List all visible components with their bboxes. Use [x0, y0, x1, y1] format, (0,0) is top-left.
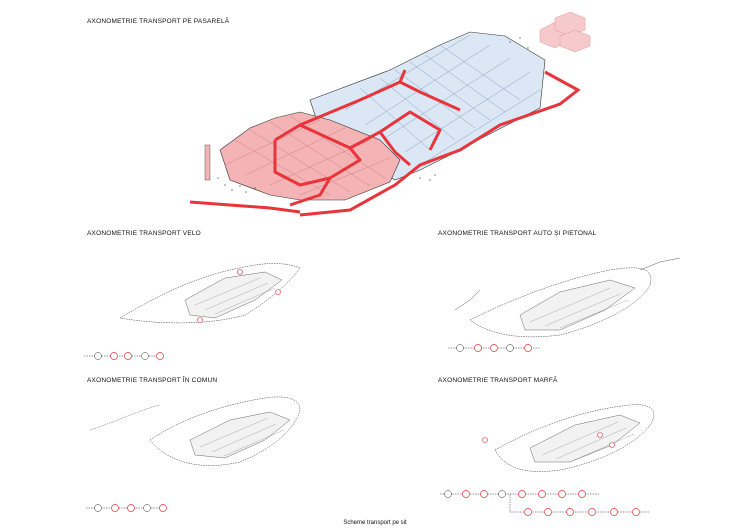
- velo-buildings: [184, 271, 283, 319]
- marfa-site-outline: [494, 404, 655, 472]
- velo-site-outline: [119, 263, 301, 324]
- auto-grid: [529, 287, 629, 329]
- auto-road-west: [454, 289, 481, 311]
- marfa-buildings: [529, 414, 641, 463]
- comun-site-outline: [149, 396, 301, 466]
- comun-grid: [199, 417, 285, 457]
- marfa-route-markers: [482, 432, 615, 448]
- marfa-grid: [541, 421, 635, 463]
- walkway-ramp-west: [189, 200, 301, 214]
- auto-buildings: [519, 279, 636, 331]
- velo-legend: [84, 352, 164, 360]
- auto-diagram: [448, 257, 681, 352]
- pink-stack: [539, 11, 591, 53]
- main-axonometry: [189, 11, 591, 217]
- velo-grid: [194, 277, 276, 315]
- comun-buildings: [189, 411, 291, 459]
- walkway-ramp-east: [299, 70, 581, 217]
- title-pasarela: AXONOMETRIE TRANSPORT PE PASARELĂ: [87, 18, 230, 25]
- comun-diagram: [86, 396, 301, 512]
- main-dots: [217, 37, 529, 193]
- tower: [204, 144, 211, 181]
- auto-legend: [448, 344, 540, 352]
- title-auto-pietonal: AXONOMETRIE TRANSPORT AUTO ȘI PIETONAL: [438, 230, 597, 237]
- blue-grid: [344, 34, 541, 163]
- velo-diagram: [84, 263, 301, 360]
- title-marfa: AXONOMETRIE TRANSPORT MARFĂ: [438, 377, 558, 384]
- comun-legend: [86, 504, 167, 512]
- title-velo: AXONOMETRIE TRANSPORT VELO: [87, 230, 201, 237]
- marfa-legend: [440, 490, 650, 516]
- comun-route: [89, 404, 161, 431]
- title-comun: AXONOMETRIE TRANSPORT ÎN COMUN: [87, 377, 218, 384]
- marfa-diagram: [440, 404, 655, 516]
- red-building: [219, 111, 401, 201]
- walkway-network: [273, 69, 461, 207]
- auto-road-east: [639, 257, 681, 271]
- velo-route-markers: [197, 269, 281, 323]
- page-caption: Scheme transport pe sit: [343, 520, 407, 526]
